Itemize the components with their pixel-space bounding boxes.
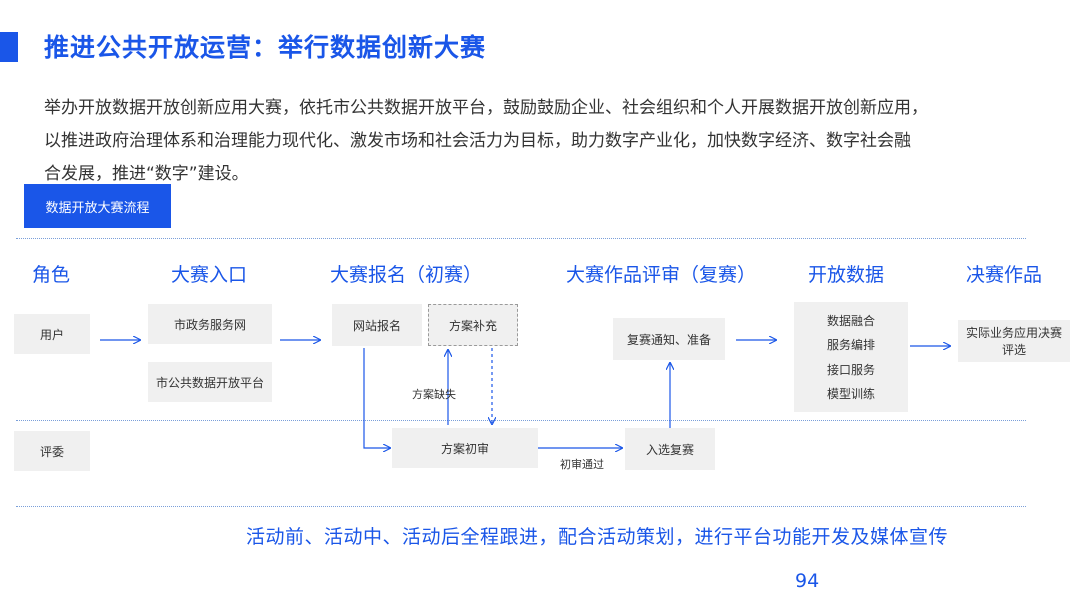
initial-review: 方案初审 [392, 428, 538, 468]
final-work: 实际业务应用决赛评选 [958, 320, 1070, 362]
intro-line: 以推进政府治理体系和治理能力现代化、激发市场和社会活力为目标，助力数字产业化，加… [44, 131, 911, 151]
divider-bottom [16, 506, 1026, 507]
open-data-item: 服务编排 [826, 338, 875, 353]
column-header-open-data: 开放数据 [808, 264, 885, 286]
intro-paragraph: 举办开放数据开放创新应用大赛，依托市公共数据开放平台，鼓励鼓励企业、社会组织和个… [44, 92, 1004, 191]
open-data-item: 接口服务 [826, 362, 875, 377]
role-judge: 评委 [14, 431, 90, 471]
entry-open-platform: 市公共数据开放平台 [148, 362, 272, 402]
column-header-review: 大赛作品评审（复赛） [566, 264, 757, 286]
open-data-item: 模型训练 [826, 387, 875, 402]
label-initial-pass: 初审通过 [560, 458, 604, 471]
page-title: 推进公共开放运营：举行数据创新大赛 [44, 33, 487, 62]
label-plan-missing: 方案缺失 [412, 388, 456, 401]
column-header-role: 角色 [32, 264, 71, 286]
divider-middle [16, 420, 1026, 421]
signup-plan-supplement: 方案补充 [428, 304, 518, 346]
rematch-notice: 复赛通知、准备 [613, 318, 725, 360]
page-number: 94 [795, 570, 820, 592]
title-accent-bar [0, 32, 18, 62]
intro-line: 合发展，推进“数字”建设。 [44, 164, 249, 184]
role-user: 用户 [14, 314, 90, 354]
open-data-box: 数据融合 服务编排 接口服务 模型训练 [794, 302, 908, 412]
open-data-item: 数据融合 [826, 313, 875, 328]
flow-tag: 数据开放大赛流程 [24, 184, 171, 228]
intro-line: 举办开放数据开放创新应用大赛，依托市公共数据开放平台，鼓励鼓励企业、社会组织和个… [44, 98, 928, 118]
footer-note: 活动前、活动中、活动后全程跟进，配合活动策划，进行平台功能开发及媒体宣传 [246, 526, 949, 548]
enter-rematch: 入选复赛 [625, 428, 715, 470]
divider-top [16, 238, 1026, 239]
column-header-entry: 大赛入口 [171, 264, 248, 286]
entry-gov-service: 市政务服务网 [148, 304, 272, 344]
column-header-signup: 大赛报名（初赛） [330, 264, 483, 286]
column-header-final: 决赛作品 [966, 264, 1043, 286]
arrow-signup-to-initial-review [363, 348, 390, 448]
signup-website: 网站报名 [332, 304, 422, 346]
